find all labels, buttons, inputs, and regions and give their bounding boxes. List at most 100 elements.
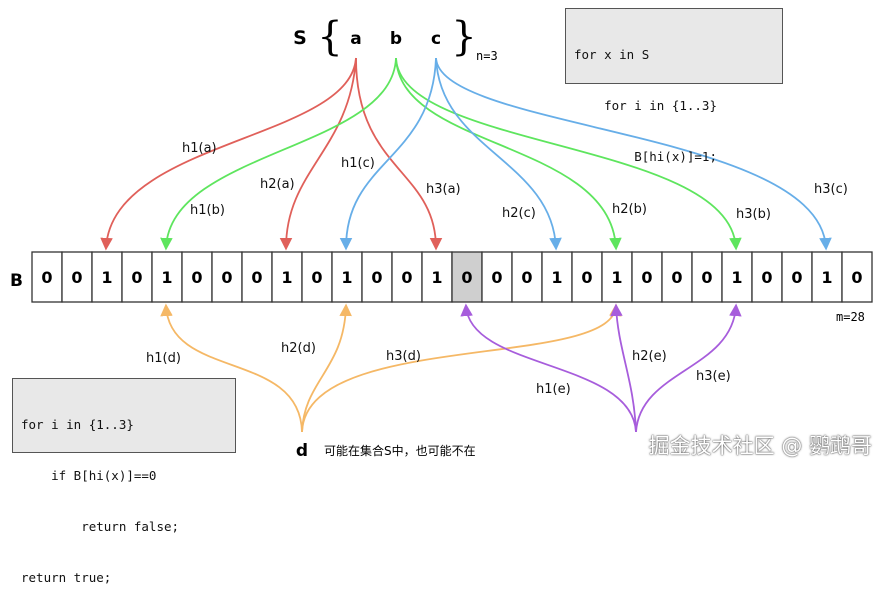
set-name: S bbox=[293, 27, 307, 49]
set-close-brace: } bbox=[451, 14, 476, 60]
arrow-h2-a bbox=[279, 57, 357, 251]
bit-cell bbox=[391, 251, 423, 303]
bit-value: 1 bbox=[341, 268, 352, 287]
label-h1-e: h1(e) bbox=[536, 382, 571, 397]
bit-cell bbox=[811, 251, 843, 303]
bit-value: 0 bbox=[41, 268, 52, 287]
bit-cell bbox=[721, 251, 753, 303]
label-h3-c: h3(c) bbox=[814, 182, 848, 197]
arrow-h1-a bbox=[100, 57, 357, 251]
query-code-line: for i in {1..3} bbox=[21, 417, 134, 432]
bit-array-name: B bbox=[10, 271, 23, 291]
query-note: 可能在集合S中，也可能不在 bbox=[324, 443, 476, 458]
arrow-h3-a bbox=[355, 57, 443, 251]
label-h1-b: h1(b) bbox=[190, 203, 225, 218]
bit-value: 0 bbox=[131, 268, 142, 287]
insert-code-line: B[hi(x)]=1; bbox=[574, 149, 717, 164]
bit-cell bbox=[31, 251, 63, 303]
bit-value: 0 bbox=[491, 268, 502, 287]
bit-value: 0 bbox=[701, 268, 712, 287]
set-element-a: a bbox=[350, 29, 361, 49]
label-h3-a: h3(a) bbox=[426, 182, 461, 197]
bit-value: 0 bbox=[791, 268, 802, 287]
hash-arrows bbox=[100, 57, 832, 433]
label-h2-c: h2(c) bbox=[502, 206, 536, 221]
bit-value: 1 bbox=[821, 268, 832, 287]
bit-cell bbox=[151, 251, 183, 303]
bit-cell bbox=[511, 251, 543, 303]
label-h1-c: h1(c) bbox=[341, 156, 375, 171]
arrow-h3-e bbox=[635, 303, 742, 433]
bit-cell bbox=[451, 251, 483, 303]
bit-value: 1 bbox=[551, 268, 562, 287]
arrow-h2-b bbox=[395, 57, 622, 251]
bit-value: 0 bbox=[191, 268, 202, 287]
arrow-h3-c bbox=[435, 57, 832, 251]
bit-value: 0 bbox=[851, 268, 862, 287]
bit-value: 0 bbox=[221, 268, 232, 287]
bit-value: 0 bbox=[251, 268, 262, 287]
set-element-c: c bbox=[431, 29, 441, 49]
set-size-label: n=3 bbox=[476, 49, 498, 63]
bit-value: 0 bbox=[581, 268, 592, 287]
bit-cell bbox=[301, 251, 333, 303]
bit-array-size-label: m=28 bbox=[836, 310, 865, 324]
arrow-h2-e bbox=[610, 303, 637, 433]
bit-cell bbox=[481, 251, 513, 303]
query-element-d: d bbox=[296, 441, 308, 461]
label-h2-e: h2(e) bbox=[632, 349, 667, 364]
arrow-h2-c bbox=[435, 57, 562, 251]
arrow-h3-b bbox=[395, 57, 742, 251]
bit-cell bbox=[781, 251, 813, 303]
arrow-h2-d bbox=[301, 303, 352, 433]
bit-cell bbox=[631, 251, 663, 303]
label-h1-d: h1(d) bbox=[146, 351, 181, 366]
bit-value: 1 bbox=[611, 268, 622, 287]
bit-cell bbox=[181, 251, 213, 303]
bit-value: 0 bbox=[311, 268, 322, 287]
bit-cell bbox=[841, 251, 873, 303]
arrow-h1-c bbox=[339, 57, 437, 251]
set-element-b: b bbox=[390, 29, 402, 49]
label-h2-a: h2(a) bbox=[260, 177, 295, 192]
set-open-brace: { bbox=[317, 14, 342, 60]
bit-value: 0 bbox=[521, 268, 532, 287]
label-h3-d: h3(d) bbox=[386, 349, 421, 364]
bit-value: 1 bbox=[431, 268, 442, 287]
bit-cell bbox=[331, 251, 363, 303]
bit-value: 1 bbox=[281, 268, 292, 287]
arrow-h1-e bbox=[460, 303, 637, 433]
bit-value: 0 bbox=[371, 268, 382, 287]
bit-value: 0 bbox=[641, 268, 652, 287]
label-h1-a: h1(a) bbox=[182, 141, 217, 156]
bit-cell bbox=[571, 251, 603, 303]
insert-code-line: for i in {1..3} bbox=[574, 98, 717, 113]
bit-cell bbox=[751, 251, 783, 303]
bit-value: 1 bbox=[731, 268, 742, 287]
bit-value: 1 bbox=[101, 268, 112, 287]
bit-cell bbox=[271, 251, 303, 303]
insert-code-box: for x in S for i in {1..3} B[hi(x)]=1; bbox=[565, 8, 783, 164]
query-code-line: return false; bbox=[21, 519, 180, 534]
label-h3-b: h3(b) bbox=[736, 207, 771, 222]
insert-code-line: for x in S bbox=[574, 47, 650, 62]
bit-cell bbox=[121, 251, 153, 303]
label-h3-e: h3(e) bbox=[696, 369, 731, 384]
bit-value: 0 bbox=[401, 268, 412, 287]
bit-cell bbox=[601, 251, 633, 303]
arrow-h3-d bbox=[301, 303, 622, 433]
query-code-line: return true; bbox=[21, 570, 112, 585]
query-code-box: for i in {1..3} if B[hi(x)]==0 return fa… bbox=[12, 378, 236, 585]
bit-cell bbox=[421, 251, 453, 303]
bit-value: 0 bbox=[461, 268, 472, 287]
bit-value: 0 bbox=[71, 268, 82, 287]
label-h2-b: h2(b) bbox=[612, 202, 647, 217]
arrow-h1-b bbox=[160, 57, 397, 251]
watermark: 掘金技术社区 @ 鹦鹉哥 bbox=[648, 434, 872, 458]
label-h2-d: h2(d) bbox=[281, 341, 316, 356]
bit-value: 1 bbox=[161, 268, 172, 287]
arrow-h1-d bbox=[160, 303, 303, 433]
bit-value: 0 bbox=[671, 268, 682, 287]
